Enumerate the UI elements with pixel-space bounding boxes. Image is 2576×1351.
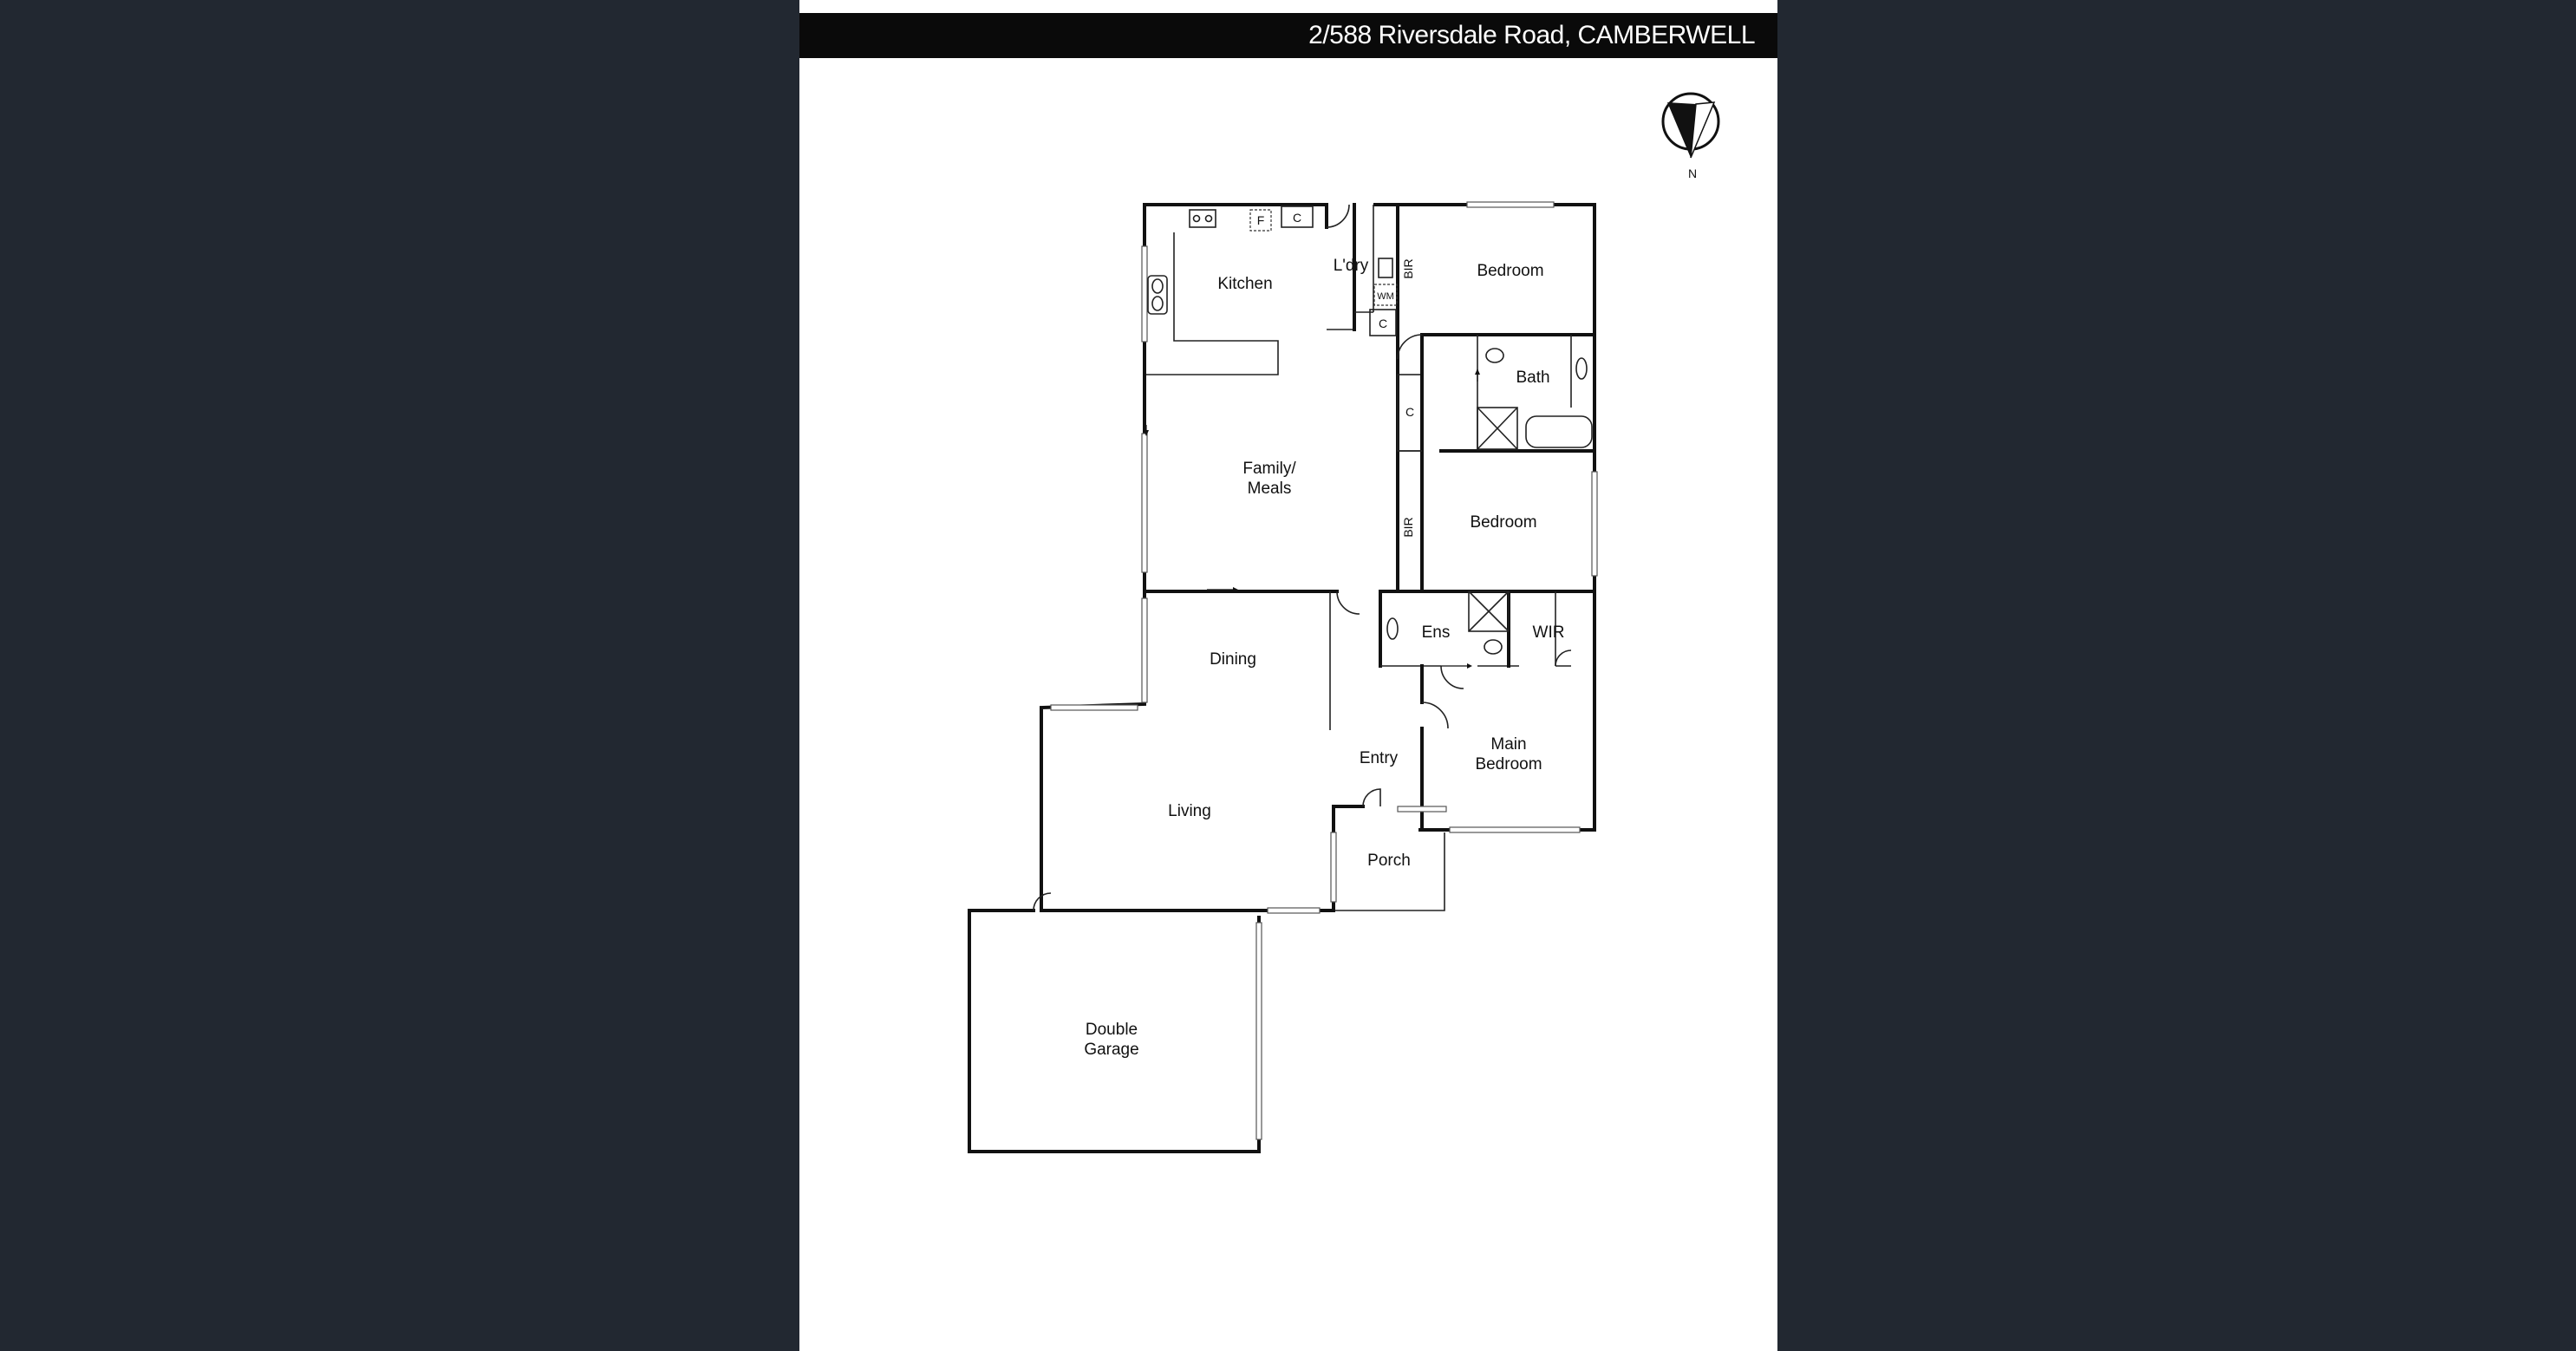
room-laundry-label: L'dry — [1334, 257, 1369, 275]
floorplan-sheet: 2/588 Riversdale Road, CAMBERWELL N — [799, 0, 1777, 1351]
room-bir2-label: BIR — [1401, 517, 1415, 537]
room-main-bedroom-label-line1: Main — [1490, 735, 1526, 754]
room-entry-label: Entry — [1360, 749, 1399, 767]
room-dining-label: Dining — [1210, 650, 1256, 669]
door-swings — [1033, 204, 1572, 911]
room-main-bedroom-label-line2: Bedroom — [1475, 755, 1542, 773]
room-labels: Kitchen L'dry Bedroom BIR Bath C C C F W… — [1084, 211, 1564, 1059]
cupboard-kitchen-label: C — [1293, 211, 1301, 225]
room-garage-label-line1: Double — [1086, 1021, 1138, 1039]
room-family-label-line2: Meals — [1248, 480, 1292, 498]
address-header-bar: 2/588 Riversdale Road, CAMBERWELL — [799, 13, 1777, 58]
room-kitchen-label: Kitchen — [1217, 275, 1272, 293]
room-bedroom2-label: Bedroom — [1470, 513, 1536, 532]
cupboard-laundry-label: C — [1379, 317, 1387, 330]
compass-label: N — [1688, 166, 1697, 180]
fixtures — [1144, 206, 1588, 669]
floor-plan-drawing: N — [968, 92, 1720, 1153]
room-ensuite-label: Ens — [1422, 623, 1451, 642]
fridge-label: F — [1257, 213, 1265, 227]
room-garage-label-line2: Garage — [1084, 1041, 1138, 1059]
cupboard-hall-label: C — [1405, 405, 1414, 419]
room-bir1-label: BIR — [1401, 258, 1415, 278]
room-bath-label: Bath — [1516, 369, 1549, 387]
room-living-label: Living — [1168, 802, 1211, 820]
room-family-label-line1: Family/ — [1242, 460, 1296, 478]
property-address: 2/588 Riversdale Road, CAMBERWELL — [1308, 21, 1755, 49]
room-wir-label: WIR — [1533, 623, 1565, 642]
windows — [1050, 201, 1598, 1140]
room-porch-label: Porch — [1367, 852, 1411, 870]
washing-machine-label: WM — [1377, 291, 1394, 302]
interior-walls — [1143, 203, 1596, 832]
exterior-walls — [968, 203, 1596, 1153]
north-arrow-icon — [1661, 92, 1720, 159]
room-bedroom1-label: Bedroom — [1477, 262, 1543, 280]
